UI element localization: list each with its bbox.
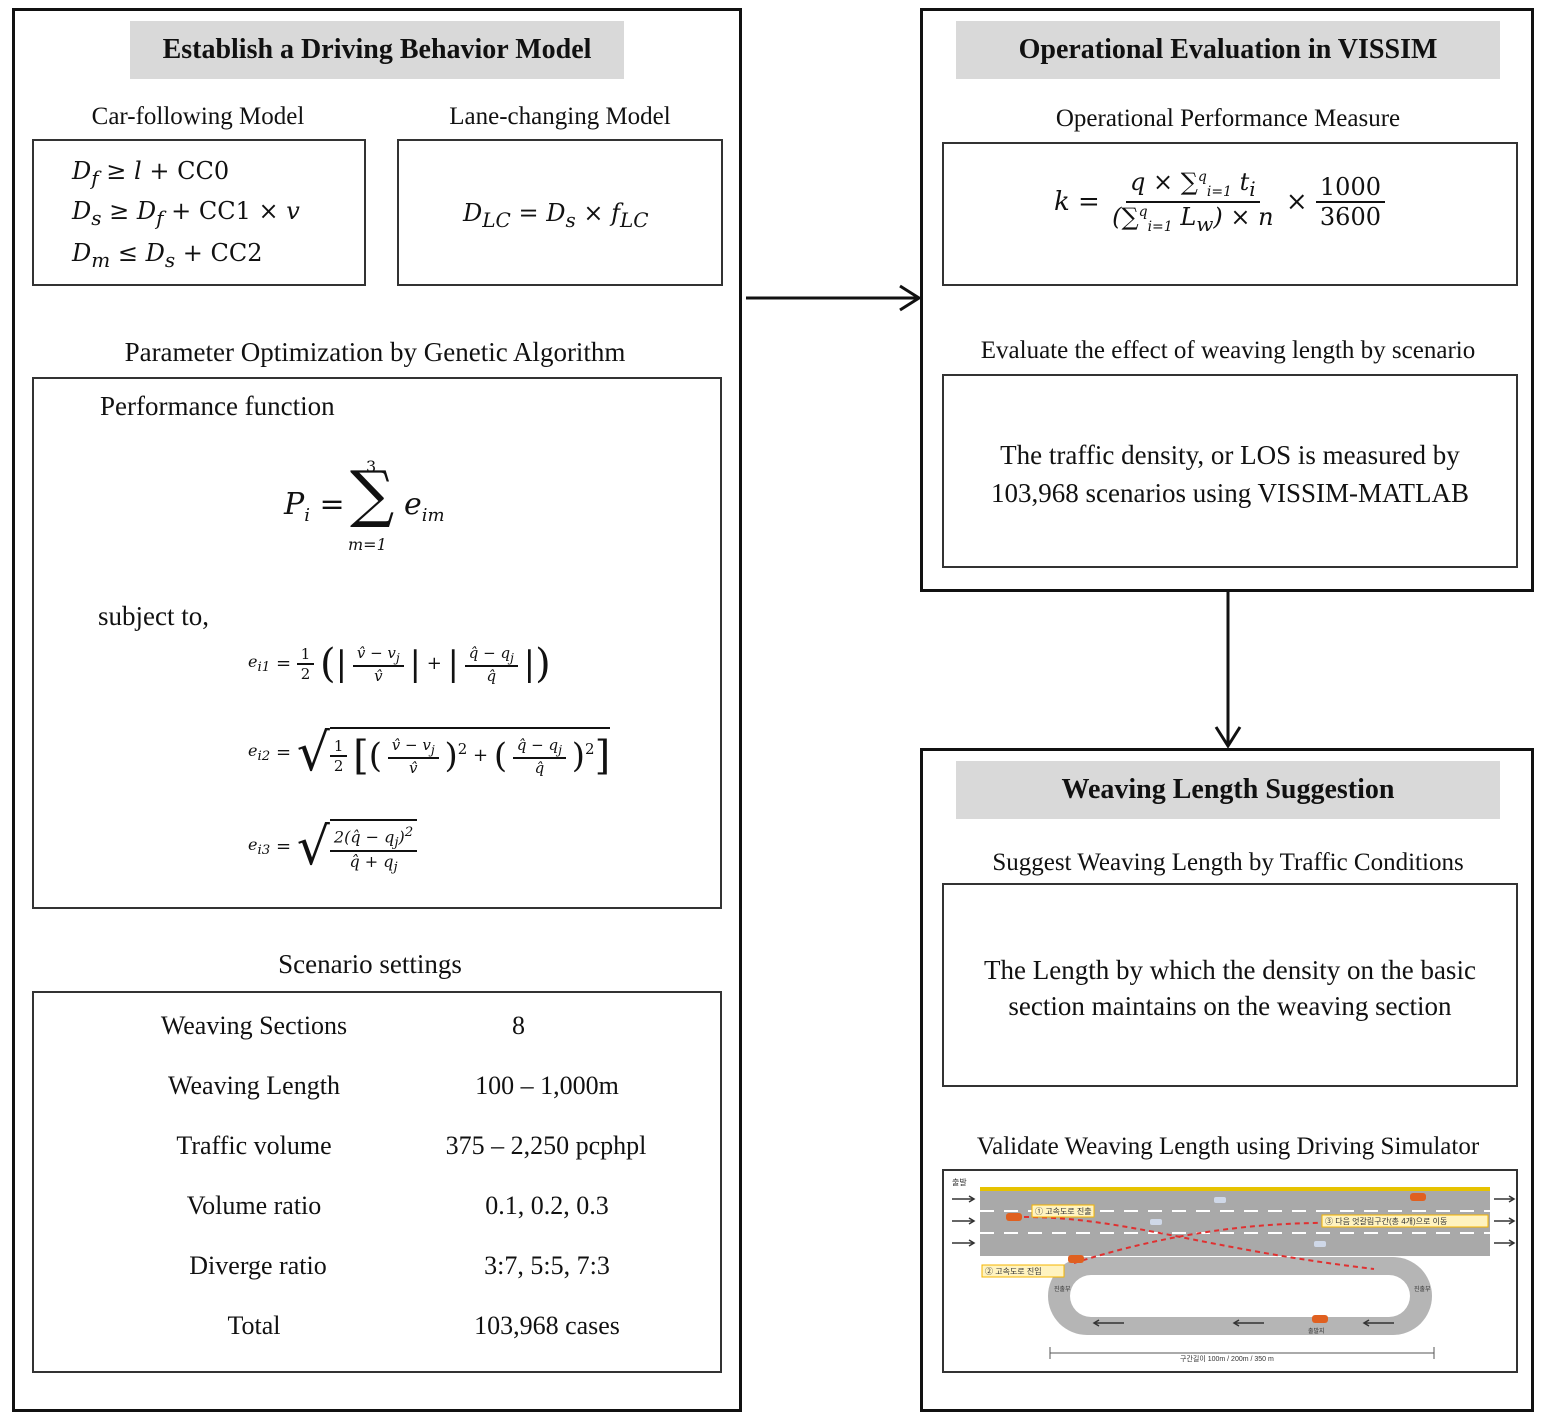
weaving-length-panel: Weaving Length Suggestion Suggest Weavin… <box>920 748 1534 1412</box>
bottom-marker-label: 출발지 <box>1308 1327 1325 1335</box>
scenario-row-value: 375 – 2,250 pcphpl <box>445 1131 647 1160</box>
car-icon <box>1150 1219 1162 1225</box>
suggest-text-2: section maintains on the weaving section <box>1008 991 1452 1021</box>
scenario-row-name: Diverge ratio <box>189 1251 327 1280</box>
performance-function-label: Performance function <box>100 391 335 421</box>
weaving-path <box>1023 1216 1375 1270</box>
callout-exit <box>1031 1204 1095 1218</box>
car-following-eq-3: Dm ≤ Ds + CC2 <box>72 239 263 272</box>
driving-behavior-panel: Establish a Driving Behavior Model Car-f… <box>12 8 742 1412</box>
optimization-box: Performance function Pi = 3 ∑ m=1 eim su… <box>32 377 722 909</box>
simulator-box: ① 고속도로 진출 ② 고속도로 진입 ③ 다음 엇갈림구간(총 4개)으로 이… <box>942 1169 1518 1373</box>
scenario-row-name: Total <box>227 1311 281 1340</box>
start-label: 출발 <box>952 1177 967 1187</box>
lane-changing-eq: DLC = Ds × fLC <box>463 199 649 232</box>
scenario-row-value: 3:7, 5:5, 7:3 <box>484 1251 610 1280</box>
car-following-eq-2: Ds ≥ Df + CC1 × v <box>72 197 300 230</box>
ramp-left-label: 진출부 <box>1054 1285 1071 1293</box>
car-icon <box>1214 1197 1226 1203</box>
length-label: 구간길이 100m / 200m / 350 m <box>1180 1354 1274 1363</box>
arrow-left-to-right <box>746 284 922 312</box>
weaving-length-title: Weaving Length Suggestion <box>956 761 1500 819</box>
evaluate-text-2: 103,968 scenarios using VISSIM-MATLAB <box>991 478 1469 508</box>
driving-behavior-title: Establish a Driving Behavior Model <box>130 21 624 79</box>
callout-exit-text: ① 고속도로 진출 <box>1035 1206 1092 1216</box>
scenario-row-name: Volume ratio <box>186 1191 322 1220</box>
scenario-row-name: Traffic volume <box>176 1131 332 1160</box>
evaluate-label: Evaluate the effect of weaving length by… <box>980 337 1476 364</box>
car-following-label: Car-following Model <box>91 103 305 130</box>
scenario-label: Scenario settings <box>278 949 462 979</box>
loop-inner <box>1070 1275 1410 1317</box>
scenario-row-value: 103,968 cases <box>474 1311 620 1340</box>
callout-enter <box>981 1264 1065 1278</box>
arrow-down <box>1214 592 1242 749</box>
scenario-row-name: Weaving Length <box>168 1071 340 1100</box>
optimization-label: Parameter Optimization by Genetic Algori… <box>124 337 626 367</box>
callout-enter-text: ② 고속도로 진입 <box>985 1266 1042 1276</box>
suggest-label: Suggest Weaving Length by Traffic Condit… <box>992 849 1464 876</box>
scenario-row-value: 0.1, 0.2, 0.3 <box>485 1191 609 1220</box>
car-following-box: Df ≥ l + CC0 Ds ≥ Df + CC1 × v Dm ≤ Ds +… <box>32 139 366 286</box>
ramp-right-label: 진출부 <box>1414 1285 1431 1293</box>
evaluate-text-1: The traffic density, or LOS is measured … <box>1000 440 1460 470</box>
scenario-row-name: Weaving Sections <box>160 1011 348 1040</box>
vissim-evaluation-panel: Operational Evaluation in VISSIM Operati… <box>920 8 1534 592</box>
subject-to-label: subject to, <box>98 601 209 631</box>
evaluate-box: The traffic density, or LOS is measured … <box>942 374 1518 568</box>
callout-next <box>1321 1214 1489 1228</box>
car-icon <box>1006 1213 1022 1221</box>
direction-arrows <box>952 1195 1516 1327</box>
vissim-evaluation-title: Operational Evaluation in VISSIM <box>956 21 1500 79</box>
scenario-row-value: 8 <box>512 1011 525 1040</box>
car-icon <box>1410 1193 1426 1201</box>
suggest-box: The Length by which the density on the b… <box>942 883 1518 1087</box>
lane-changing-box: DLC = Ds × fLC <box>397 139 723 286</box>
scenario-row-value: 100 – 1,000m <box>475 1071 619 1100</box>
car-icon <box>1068 1255 1084 1263</box>
driving-simulator-diagram: ① 고속도로 진출 ② 고속도로 진입 ③ 다음 엇갈림구간(총 4개)으로 이… <box>952 1177 1516 1363</box>
weaving-path <box>1073 1221 1345 1264</box>
lane-changing-label: Lane-changing Model <box>449 103 671 130</box>
car-icon <box>1312 1315 1328 1323</box>
performance-equation: Pi = 3 ∑ m=1 eim <box>284 457 445 554</box>
car-icon <box>1314 1241 1326 1247</box>
suggest-text-1: The Length by which the density on the b… <box>984 955 1476 985</box>
performance-measure-label: Operational Performance Measure <box>1055 105 1401 132</box>
callout-next-text: ③ 다음 엇갈림구간(총 4개)으로 이동 <box>1325 1216 1447 1226</box>
car-following-eq-1: Df ≥ l + CC0 <box>72 157 230 190</box>
scenario-box: Weaving Sections 8 Weaving Length 100 – … <box>32 991 722 1373</box>
validate-label: Validate Weaving Length using Driving Si… <box>976 1133 1480 1160</box>
